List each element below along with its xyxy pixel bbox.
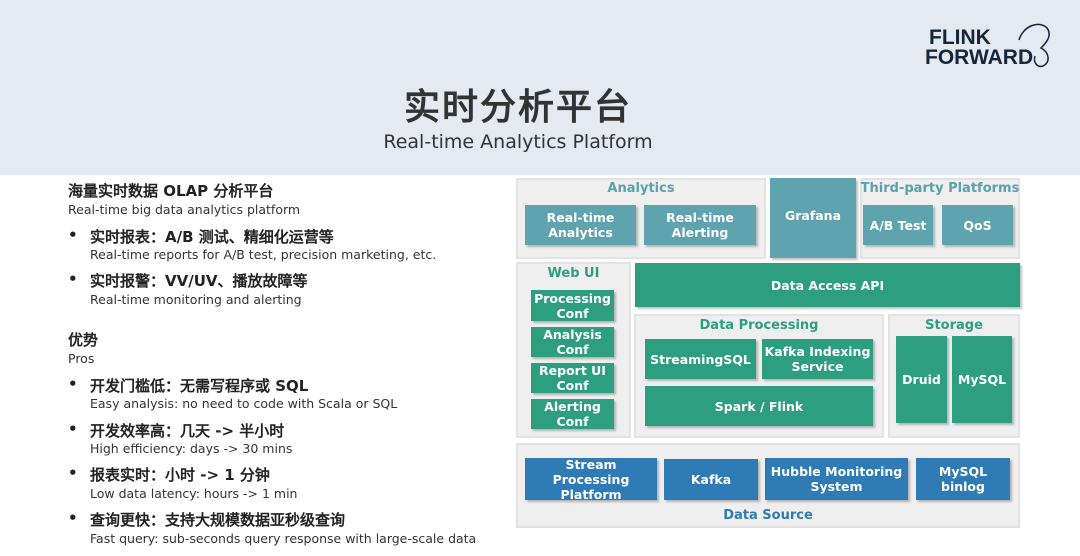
grafana-box: Grafana <box>770 178 856 258</box>
web-ui-label: Web UI <box>547 266 600 281</box>
mysql-binlog-box: MySQL binlog <box>916 458 1010 500</box>
bullet: • <box>68 226 78 244</box>
section-heading-olap-en: Real-time big data analytics platform <box>68 202 301 217</box>
qos-box: QoS <box>942 205 1013 245</box>
page-subtitle: Real-time Analytics Platform <box>383 131 653 153</box>
druid-box: Druid <box>896 336 947 423</box>
bullet: • <box>68 270 78 288</box>
section-heading-pros: 优势 <box>68 331 99 349</box>
list-item-en: Easy analysis: no need to code with Scal… <box>90 396 398 411</box>
real-time-alerting-box: Real-time Alerting <box>644 205 756 245</box>
page-title: 实时分析平台 <box>403 87 632 128</box>
list-item-en: Real-time reports for A/B test, precisio… <box>90 247 437 262</box>
logo-text-2: FORWARD <box>925 46 1034 69</box>
list-item: 实时报表：A/B 测试、精细化运营等 <box>90 228 334 246</box>
stream-processing-platform-box: Stream Processing Platform <box>525 457 657 502</box>
bullet: • <box>68 464 78 482</box>
data-access-api-box: Data Access API <box>635 263 1020 307</box>
list-item: 开发效率高：几天 -> 半小时 <box>90 422 285 440</box>
data-source-label: Data Source <box>723 508 813 523</box>
list-item: 开发门槛低：无需写程序或 SQL <box>90 377 309 395</box>
report-ui-conf-box: Report UI Conf <box>531 363 614 393</box>
flink-forward-logo: FLINK FORWARD <box>925 23 1050 69</box>
hubble-monitoring-system-box: Hubble Monitoring System <box>765 458 908 500</box>
alerting-conf-box: Alerting Conf <box>531 399 614 429</box>
real-time-analytics-box: Real-time Analytics <box>525 205 636 245</box>
list-item-en: Low data latency: hours -> 1 min <box>90 486 298 501</box>
bullet: • <box>68 420 78 438</box>
bullet: • <box>68 509 78 527</box>
data-processing-label: Data Processing <box>699 318 819 333</box>
processing-conf-box: Processing Conf <box>531 290 614 321</box>
squirrel-icon <box>1018 23 1050 68</box>
list-item-en: Fast query: sub-seconds query response w… <box>90 531 477 546</box>
bullet: • <box>68 375 78 393</box>
kafka-indexing-service-box: Kafka Indexing Service <box>762 339 873 379</box>
storage-label: Storage <box>925 318 983 333</box>
list-item-en: High efficiency: days -> 30 mins <box>90 441 293 456</box>
analytics-label: Analytics <box>607 181 675 196</box>
section-heading-pros-en: Pros <box>68 351 95 366</box>
list-item-en: Real-time monitoring and alerting <box>90 292 302 307</box>
list-item: 查询更快：支持大规模数据亚秒级查询 <box>90 511 346 529</box>
ab-test-box: A/B Test <box>863 205 933 245</box>
streamingsql-box: StreamingSQL <box>645 339 756 379</box>
mysql-storage-box: MySQL <box>952 336 1012 423</box>
section-heading-olap: 海量实时数据 OLAP 分析平台 <box>68 182 274 200</box>
analysis-conf-box: Analysis Conf <box>531 327 614 357</box>
header-band <box>0 0 1080 175</box>
list-item: 实时报警：VV/UV、播放故障等 <box>90 272 308 290</box>
third-party-label: Third-party Platforms <box>860 181 1020 196</box>
logo-text-1: FLINK <box>929 26 991 49</box>
spark-flink-box: Spark / Flink <box>645 386 873 426</box>
kafka-box: Kafka <box>664 459 758 500</box>
list-item: 报表实时：小时 -> 1 分钟 <box>90 466 270 484</box>
